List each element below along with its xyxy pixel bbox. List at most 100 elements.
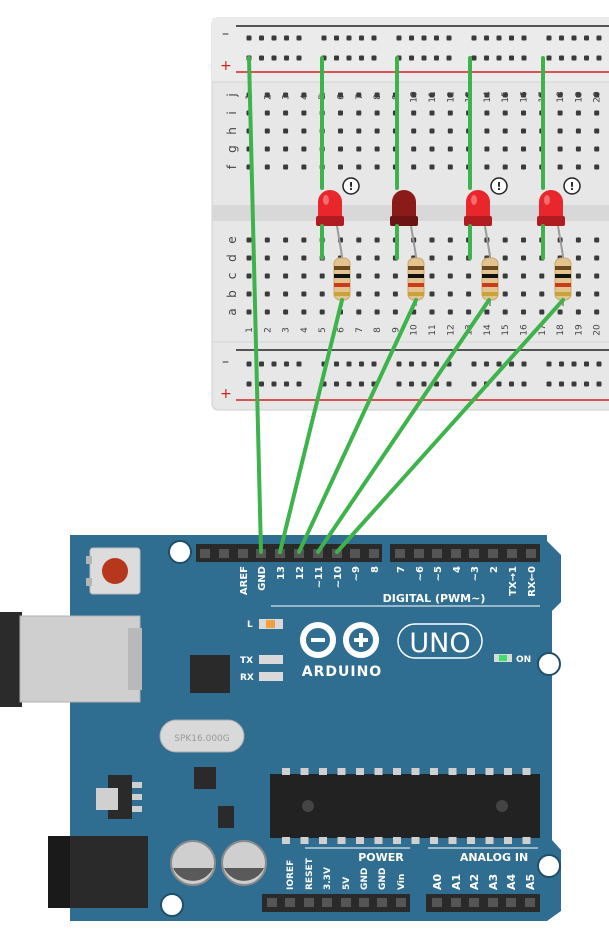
digital-pin-label: 8 bbox=[370, 566, 381, 573]
breadboard-hole bbox=[521, 273, 526, 279]
column-number-bottom: 3 bbox=[282, 327, 292, 333]
chip-leg bbox=[337, 768, 346, 775]
breadboard-hole bbox=[264, 110, 270, 116]
power-pin-label: GND bbox=[360, 868, 370, 890]
header-socket bbox=[304, 898, 314, 907]
breadboard-hole bbox=[557, 110, 563, 116]
jumper-wire bbox=[247, 56, 263, 554]
chip-leg bbox=[504, 768, 512, 775]
breadboard-hole bbox=[356, 273, 362, 279]
chip-dimple bbox=[496, 800, 508, 812]
header-socket bbox=[200, 549, 210, 558]
breadboard-hole bbox=[521, 146, 526, 152]
breadboard-hole bbox=[594, 110, 600, 116]
breadboard-hole bbox=[374, 237, 380, 243]
breadboard-hole bbox=[557, 128, 563, 134]
chip-leg bbox=[411, 768, 420, 775]
rail-hole bbox=[246, 381, 252, 387]
row-letter: j bbox=[225, 93, 239, 97]
rail-hole bbox=[259, 55, 264, 61]
resistor-band bbox=[334, 274, 350, 278]
rail-hole bbox=[359, 35, 364, 41]
analog-pin-label: A3 bbox=[487, 874, 500, 890]
resistor-band bbox=[482, 292, 498, 296]
chip-leg bbox=[337, 837, 346, 844]
logo-text: ARDUINO bbox=[302, 664, 382, 680]
breadboard-hole bbox=[264, 255, 270, 261]
rail-hole bbox=[496, 381, 502, 387]
column-number-bottom: 12 bbox=[446, 324, 456, 335]
analog-title: ANALOG IN bbox=[460, 851, 528, 864]
rail-hole bbox=[396, 361, 402, 367]
arduino-logo: ARDUINO bbox=[300, 622, 382, 680]
column-number-bottom: 15 bbox=[501, 324, 511, 335]
rail-hole bbox=[471, 55, 477, 61]
rail-hole bbox=[596, 381, 602, 387]
chip-leg bbox=[300, 837, 309, 844]
power-pin-label: 3.3V bbox=[323, 867, 333, 890]
chip-leg bbox=[282, 837, 290, 844]
column-number-bottom: 6 bbox=[337, 327, 347, 333]
breadboard-hole bbox=[392, 291, 398, 297]
rail-hole bbox=[334, 55, 339, 61]
breadboard-hole bbox=[319, 273, 325, 279]
rail-hole bbox=[471, 381, 477, 387]
rail-hole bbox=[334, 361, 339, 367]
breadboard-hole bbox=[557, 309, 563, 315]
rail-hole bbox=[509, 55, 514, 61]
on-led-light bbox=[499, 655, 507, 661]
analog-pin-label: A1 bbox=[450, 874, 463, 890]
breadboard-hole bbox=[356, 92, 362, 98]
logo-ring-right bbox=[343, 622, 379, 658]
rail-hole bbox=[259, 35, 264, 41]
rail-hole bbox=[271, 35, 277, 41]
jumper-wires bbox=[247, 56, 565, 554]
chip-leg bbox=[374, 768, 383, 775]
breadboard-hole bbox=[374, 255, 380, 261]
column-number-bottom: 1 bbox=[245, 327, 255, 333]
column-number-top: 11 bbox=[428, 91, 438, 102]
breadboard-hole bbox=[374, 273, 380, 279]
breadboard-hole bbox=[557, 146, 563, 152]
breadboard-hole bbox=[301, 128, 307, 134]
resistor-band bbox=[482, 283, 498, 287]
rail-hole bbox=[434, 361, 439, 367]
breadboard-hole bbox=[246, 237, 252, 243]
breadboard-hole bbox=[502, 146, 508, 152]
resistor-band bbox=[555, 274, 571, 278]
dc-jack-front bbox=[48, 836, 70, 908]
rail-hole bbox=[509, 361, 514, 367]
rail-hole bbox=[284, 381, 289, 387]
breadboard-hole bbox=[484, 309, 490, 315]
breadboard-hole bbox=[429, 237, 435, 243]
breadboard-hole bbox=[575, 255, 581, 261]
breadboard-hole bbox=[338, 92, 343, 98]
breadboard-hole bbox=[521, 291, 526, 297]
reset-button-cap[interactable] bbox=[102, 558, 128, 584]
rail-hole bbox=[446, 35, 452, 41]
breadboard-hole bbox=[374, 92, 380, 98]
breadboard-hole bbox=[594, 164, 600, 170]
rail-hole bbox=[246, 361, 252, 367]
header-socket bbox=[350, 549, 360, 558]
rail-hole bbox=[334, 35, 339, 41]
rail-hole bbox=[596, 361, 602, 367]
analog-pin-label: A5 bbox=[524, 874, 537, 890]
breadboard-hole bbox=[283, 128, 289, 134]
led-body bbox=[318, 190, 342, 218]
crystal-label: SPK16.000G bbox=[174, 734, 230, 744]
resistor-band bbox=[482, 266, 498, 270]
breadboard-hole bbox=[246, 291, 252, 297]
rail-hole bbox=[484, 55, 489, 61]
header-socket bbox=[432, 549, 442, 558]
header-socket bbox=[506, 898, 516, 907]
power-header bbox=[262, 894, 410, 912]
breadboard-hole bbox=[356, 309, 362, 315]
power-pin-label: RESET bbox=[305, 857, 315, 890]
rail-hole bbox=[321, 35, 327, 41]
column-number-bottom: 16 bbox=[520, 324, 530, 336]
column-number-bottom: 7 bbox=[355, 327, 365, 333]
breadboard-hole bbox=[594, 146, 600, 152]
breadboard-hole bbox=[447, 255, 453, 261]
